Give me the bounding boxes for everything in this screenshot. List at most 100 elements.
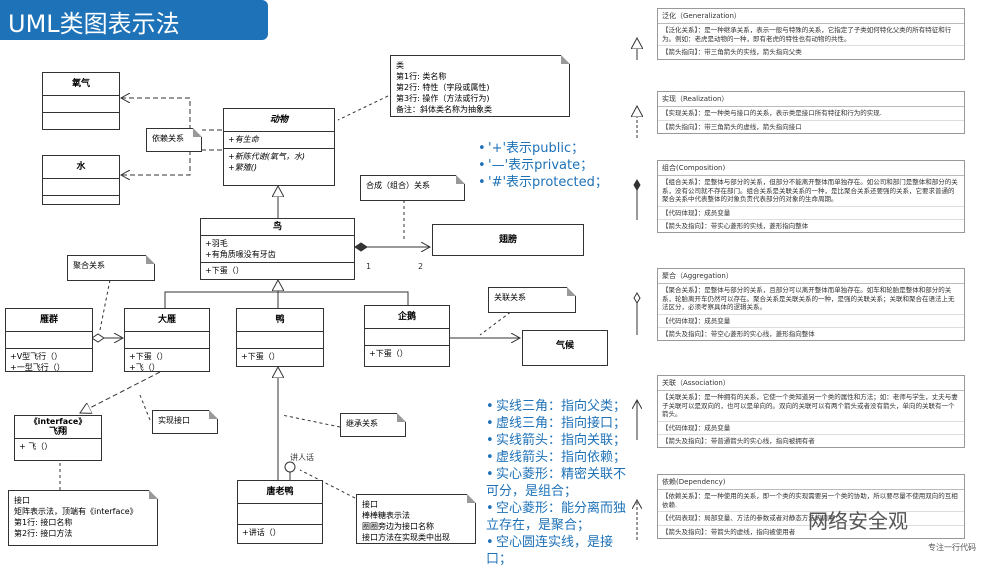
- visibility-item: •'—'表示private；: [478, 158, 594, 173]
- class-ops: +讲话（）: [238, 525, 322, 541]
- attr: +羽毛: [205, 239, 228, 248]
- class-name: 氧气: [43, 73, 119, 96]
- page-title: UML类图表示法: [8, 10, 180, 38]
- op: +下蛋（）: [205, 266, 244, 275]
- note-line: 类: [396, 61, 404, 70]
- class-tang-duck: 唐老鸭 +讲话（）: [237, 480, 323, 544]
- watermark: 网络安全观: [808, 509, 908, 533]
- panel-header: 聚合（Aggregation）: [658, 269, 964, 285]
- op: +讲话（）: [242, 528, 281, 537]
- class-penguin: 企鹅 +下蛋（）: [364, 305, 450, 367]
- class-ops: +下蛋（） +飞（）: [125, 349, 209, 375]
- op: +新陈代谢(氧气，水): [228, 152, 305, 161]
- note-realization: 实现接口: [152, 410, 218, 434]
- note-connector-aggregation: [99, 279, 111, 331]
- class-name: 水: [43, 156, 119, 179]
- note-dependency: 依赖关系: [146, 128, 202, 152]
- note-association: 关联关系: [488, 287, 576, 313]
- realization-goose-fly: [80, 371, 161, 413]
- lollipop-circle: [284, 461, 296, 473]
- speak-label: 讲人话: [290, 453, 314, 462]
- visibility-item: •'+'表示public；: [478, 141, 585, 156]
- class-attrs: [43, 96, 119, 113]
- panel-header: 关联（Association）: [658, 376, 964, 392]
- attr: +有生命: [228, 135, 259, 144]
- note-line: 备注：斜体类名称为抽象类: [396, 105, 492, 114]
- panel-composition: 组合(Composition) 【组合关系】：是整体与部分的关系，但部分不能离开…: [657, 160, 965, 234]
- class-name: 唐老鸭: [238, 481, 322, 504]
- note-text: 继承关系: [346, 419, 378, 428]
- panel-item: 【组合关系】：是整体与部分的关系，但部分不能离开整体而单独存在。如公司和部门是整…: [658, 176, 964, 207]
- class-attrs: [6, 332, 92, 349]
- class-attrs: [238, 504, 322, 525]
- op: + 飞（）: [19, 442, 53, 451]
- class-name: 翅膀: [498, 235, 517, 245]
- note-text: 聚合关系: [73, 261, 105, 270]
- summary-item: •实线三角：指向父类；: [486, 399, 627, 414]
- class-ops: [43, 113, 119, 129]
- note-line: 第1行: 接口名称: [14, 518, 73, 527]
- op: +繁殖(): [228, 163, 257, 172]
- class-name: 企鹅: [365, 306, 449, 329]
- visibility-legend: •'+'表示public； •'—'表示private； •'#'表示prote…: [478, 140, 608, 191]
- class-water: 水: [42, 155, 120, 205]
- note-line: 第2行: 接口方法: [14, 529, 73, 538]
- panel-item: 【关联关系】：是一种拥有的关系，它使一个类知道另一个类的属性和方法；如：老师与学…: [658, 391, 964, 422]
- note-line: 第3行: 操作（方法或行为): [396, 94, 490, 103]
- panel-item: 【箭头及指向】：带普通箭头的实心线，指向被拥有者: [662, 437, 815, 446]
- class-attrs: +有生命: [224, 132, 334, 149]
- summary-item: •空心圆连实线，是接口；: [486, 535, 614, 567]
- note-line: 矩阵表示法，顶端有《interface》: [14, 507, 138, 516]
- panel-item: 【箭头指向】：带三角箭头的实线，箭头指向父类: [662, 48, 802, 57]
- class-ops: +下蛋（）: [365, 346, 449, 362]
- summary-item: •空心菱形：能分离而独立存在，是聚合；: [486, 501, 627, 533]
- panel-header: 实现（Realization）: [658, 92, 964, 108]
- note-line: 第2行: 特性（字段或属性): [396, 83, 490, 92]
- note-text: 关联关系: [494, 293, 526, 302]
- note-connector-class: [337, 95, 389, 121]
- class-name: 大雁: [125, 309, 209, 332]
- multiplicity-1: 1: [366, 262, 372, 271]
- class-ops: + 飞（）: [15, 439, 101, 455]
- note-connector-realization: [139, 394, 151, 421]
- op: +飞（）: [129, 363, 160, 372]
- panel-realization: 实现（Realization） 【实现关系】：是一种类与接口的关系，表示类是接口…: [657, 91, 965, 135]
- class-wing: 翅膀: [432, 224, 584, 256]
- class-name: 飞翔: [15, 427, 101, 439]
- op: +下蛋（）: [129, 352, 168, 361]
- panel-item: 【箭头及指向】：带空心菱形的实心线，菱形指向整体: [662, 330, 815, 339]
- multiplicity-2: 2: [418, 262, 424, 271]
- class-name: 气候: [555, 341, 574, 351]
- note-line: 接口: [14, 496, 30, 505]
- note-connector-lollipop: [299, 469, 356, 499]
- watermark-sub: 专注一行代码: [928, 543, 976, 552]
- summary-item: •虚线三角：指向接口；: [486, 416, 627, 431]
- dependency-line-oxygen: [121, 98, 222, 131]
- panel-header: 组合(Composition): [658, 161, 964, 177]
- note-line: 圈圈旁边为接口名称: [362, 522, 434, 531]
- class-goose: 大雁 +下蛋（） +飞（）: [124, 308, 210, 372]
- panel-aggregation: 聚合（Aggregation） 【聚合关系】：是整体与部分的关系，且部分可以离开…: [657, 268, 965, 342]
- note-text: 合成（组合）关系: [366, 181, 430, 190]
- title-banner: UML类图表示法: [0, 0, 268, 40]
- panel-item: 【箭头及指向】：带箭头的虚线，指向被使用者: [662, 527, 796, 536]
- op: +下蛋（）: [369, 349, 408, 358]
- note-line: 接口方法在实现类中出现: [362, 533, 450, 542]
- note-line: 接口: [362, 500, 378, 509]
- op: +V型飞行（）: [10, 352, 63, 361]
- panel-item: 【实现关系】：是一种类与接口的关系，表示类是接口所有特征和行为的实现.: [658, 107, 964, 121]
- class-attrs: [43, 179, 119, 196]
- note-inheritance: 继承关系: [340, 413, 406, 437]
- panel-item: 【代码表现】：局部变量、方法的参数或者对静态方法的调用: [658, 512, 964, 526]
- class-attrs: [365, 329, 449, 346]
- note-aggregation: 聚合关系: [67, 255, 155, 281]
- icon-aggregation-diamond: [633, 292, 641, 304]
- note-line: 棒棒糖表示法: [362, 511, 410, 520]
- panel-item: 【代码体现】：成员变量: [658, 207, 964, 221]
- class-climate: 气候: [522, 330, 608, 366]
- note-interface: 接口 矩阵表示法，顶端有《interface》 第1行: 接口名称 第2行: 接…: [8, 490, 158, 546]
- summary-item: •虚线箭头：指向依赖；: [486, 450, 627, 465]
- panel-header: 泛化（Generalization）: [658, 9, 964, 25]
- class-ops: +新陈代谢(氧气，水) +繁殖(): [224, 149, 334, 175]
- panel-dependency: 依赖(Dependency) 【依赖关系】：是一种使用的关系，即一个类的实现需要…: [657, 474, 965, 540]
